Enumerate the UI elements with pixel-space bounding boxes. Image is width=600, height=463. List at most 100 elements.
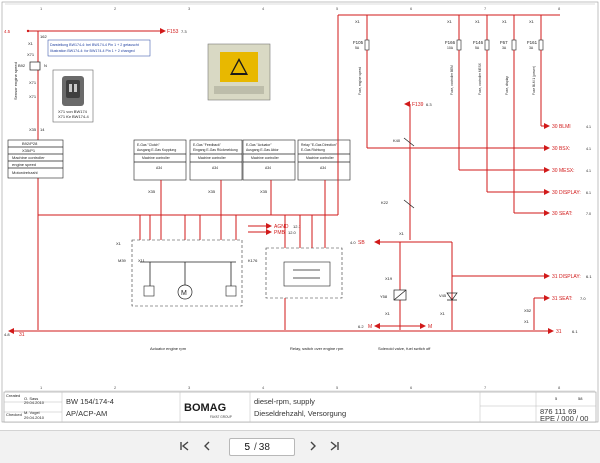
v45-label: V45 (439, 293, 447, 298)
x1-f105: X1 (355, 19, 361, 24)
b92-n: N (44, 63, 47, 68)
checked-label: Checked (6, 412, 22, 417)
b31-seat-label[interactable]: 31 SEAT: (552, 296, 572, 302)
note-line1: Darstellung BW174-4: bei BW174-4 Pin 1 +… (50, 43, 139, 47)
x19-label: X19 (385, 276, 393, 281)
next-page-icon[interactable] (306, 438, 320, 454)
f146-amp: 5A (475, 46, 480, 50)
column-number-top: 7 (484, 6, 487, 11)
column-number-top: 2 (114, 6, 117, 11)
f161-fuse-icon[interactable] (538, 39, 544, 51)
page-total: 38 (258, 441, 270, 453)
ecu-mc: Machine controller (142, 156, 171, 160)
ecu-box[interactable] (297, 139, 351, 181)
ecu-a34: A34 (212, 166, 218, 170)
f161-amp: 3A (529, 46, 534, 50)
f139-ref: 6.3 (426, 102, 432, 107)
column-number-top: 4 (262, 6, 265, 11)
column-number-top: 6 (410, 6, 413, 11)
b30bsx-label[interactable]: 30 BSX: (552, 146, 570, 152)
f146-fuse-icon[interactable] (484, 39, 490, 51)
sb-ref: 4.0 (350, 240, 356, 245)
ecu-a34: A34 (265, 166, 271, 170)
f166-desc: Fuse, controller BEM (450, 65, 454, 95)
b30mesx-label[interactable]: 30 MESX: (552, 168, 575, 174)
k22-label: K22 (381, 200, 389, 205)
ecu-box[interactable] (242, 139, 296, 181)
f166-fuse-icon[interactable] (456, 39, 462, 51)
b31-display-label[interactable]: 31 DISPLAY: (552, 274, 581, 280)
actuator-block[interactable] (131, 239, 243, 307)
x35d: X35 (260, 189, 268, 194)
column-number: 8 (558, 385, 561, 390)
f67-desc: Fuse, display (505, 76, 509, 95)
ecu-mc: Machine controller (198, 156, 227, 160)
b31-left-ref: 4.8 (4, 332, 10, 337)
ecu-desc-line: E-Gas Richtung (301, 148, 325, 152)
note-box (47, 39, 151, 57)
b31-rail-right[interactable]: 31 (556, 329, 562, 335)
ecu-box[interactable] (133, 139, 187, 181)
x71-pin-note: X71 von BW174 (58, 109, 88, 114)
doc-no: 876 111 69 (540, 407, 576, 416)
b30blmi-ref: 4.1 (586, 125, 591, 129)
b31-rail-left[interactable]: 31 (19, 332, 25, 338)
page-number-input[interactable] (230, 441, 252, 453)
column-number: 3 (188, 385, 191, 390)
brand-logo: BOMAG (184, 402, 226, 414)
f153-ref: 7.3 (181, 29, 187, 34)
b30blmi-label[interactable]: 30 BLMI (552, 124, 571, 130)
f146-desc: Fuse, controller MESX (478, 62, 482, 95)
sensor-desc: Sensor engine speed (13, 62, 18, 100)
brand-sub: FAYAT GROUP (210, 415, 232, 419)
f67-fuse-icon[interactable] (511, 39, 517, 51)
svg-text:M: M (181, 290, 187, 297)
f105-amp: 5A (355, 46, 360, 50)
x1-v45-label: X1 (440, 311, 446, 316)
m-rail-left[interactable]: M (368, 324, 372, 330)
x1-x52-label: X1 (524, 319, 530, 324)
page-separator: / (254, 441, 257, 453)
b92-sensor-icon[interactable] (29, 61, 41, 71)
pmb-label[interactable]: PMB (274, 230, 286, 236)
ecu-a34: A34 (320, 166, 326, 170)
b30mesx-ref: 4.1 (586, 169, 591, 173)
f67-label: F67 (500, 40, 508, 45)
ecu-outputs: E-Gas "Clutch"Ausgang E-Gas KupplungMach… (133, 139, 351, 181)
column-number: 4 (262, 385, 265, 390)
model-label: BW 154/174-4 (66, 397, 114, 406)
first-page-icon[interactable] (177, 438, 191, 454)
rail-top-left-ref: 4.5 (4, 29, 11, 34)
m-rail-right[interactable]: M (428, 324, 432, 330)
ecu-box[interactable] (189, 139, 243, 181)
x35b: X35 (148, 189, 156, 194)
box-left-l2: X35/P1 (22, 148, 36, 153)
box-left-l3: Machine controller (12, 155, 45, 160)
x1-k22-label: X1 (399, 231, 405, 236)
last-page-icon[interactable] (328, 438, 342, 454)
f67-amp: 3A (502, 46, 507, 50)
b30display-label[interactable]: 30 DISPLAY: (552, 190, 581, 196)
column-number-top: 1 (40, 6, 43, 11)
f146-label: F146 (473, 40, 484, 45)
f105-desc: Fuse, engine speed (358, 67, 362, 95)
ecu-desc-line: Ausgang E-Gas Kupplung (137, 148, 176, 152)
column-number: 1 (40, 385, 43, 390)
b30seat-label[interactable]: 30 SEAT: (552, 211, 572, 217)
title-block: Created O. Sass 29.04.2010 Checked M. Vo… (3, 391, 597, 423)
page-number-field[interactable]: / 38 (229, 438, 295, 456)
f105-fuse-icon[interactable] (364, 39, 370, 51)
prev-page-icon[interactable] (200, 438, 214, 454)
f139-label[interactable]: F139 (412, 102, 424, 108)
sb-label[interactable]: SB (358, 240, 365, 246)
relay-block[interactable] (265, 247, 343, 299)
box-left-l5: Motordrehzahl (12, 170, 38, 175)
b30bsx-ref: 4.1 (586, 147, 591, 151)
x71a: X71 (27, 52, 35, 57)
f153-label[interactable]: F153 (167, 29, 179, 35)
rails-30: 30 BLMI 4.1 30 BSX: 4.1 30 MESX: 4.1 30 DISPLA… (544, 123, 591, 217)
f166-amp: 10A (447, 46, 454, 50)
agnd-label[interactable]: AGND (274, 224, 289, 230)
pmb-ref: 12.0 (288, 230, 297, 235)
